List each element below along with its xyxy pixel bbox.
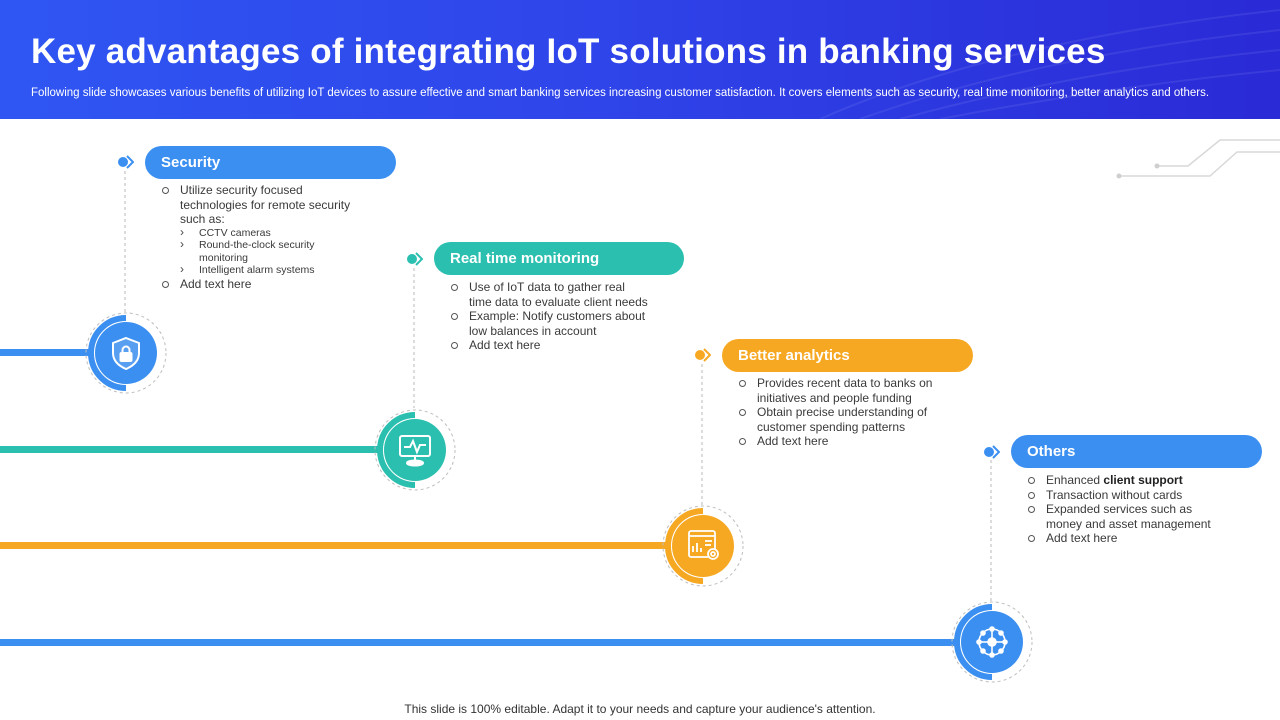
header-decoration	[819, 9, 1280, 119]
others-icon-badge	[951, 601, 1033, 683]
analytics-marker-icon	[695, 348, 711, 362]
list-sub-item: CCTV cameras	[161, 226, 361, 240]
list-item: Transaction without cards	[1027, 488, 1227, 503]
header-banner: Key advantages of integrating IoT soluti…	[0, 0, 1280, 119]
list-item: Add text here	[161, 277, 361, 292]
list-item: Provides recent data to banks on initiat…	[738, 376, 943, 405]
page-subtitle: Following slide showcases various benefi…	[31, 87, 1210, 99]
footer-note: This slide is 100% editable. Adapt it to…	[404, 702, 876, 716]
page-title: Key advantages of integrating IoT soluti…	[31, 32, 1106, 71]
list-item: Add text here	[738, 434, 943, 449]
analytics-heading: Better analytics	[722, 339, 973, 372]
list-item: Add text here	[1027, 531, 1227, 546]
analytics-report-icon	[688, 530, 719, 560]
shield-lock-icon	[112, 336, 140, 371]
monitoring-marker-icon	[407, 252, 423, 266]
others-line	[0, 639, 958, 646]
list-item: Utilize security focused technologies fo…	[161, 183, 361, 227]
security-heading: Security	[145, 146, 396, 179]
monitoring-heading: Real time monitoring	[434, 242, 684, 275]
analytics-description: Provides recent data to banks on initiat…	[738, 376, 943, 449]
others-description: Enhanced client support Transaction with…	[1027, 473, 1227, 546]
list-item: Example: Notify customers about low bala…	[450, 309, 650, 338]
list-sub-item: Intelligent alarm systems	[161, 263, 361, 277]
others-heading: Others	[1011, 435, 1262, 468]
monitoring-line	[0, 446, 382, 453]
security-description: Utilize security focused technologies fo…	[161, 183, 361, 291]
monitoring-description: Use of IoT data to gather real time data…	[450, 280, 650, 353]
security-marker-icon	[118, 155, 134, 169]
security-line	[0, 349, 92, 356]
list-item: Add text here	[450, 338, 650, 353]
list-item: Expanded services such as money and asse…	[1027, 502, 1227, 531]
circuit-decoration	[1116, 139, 1280, 179]
list-item: Obtain precise understanding of customer…	[738, 405, 943, 434]
security-icon-badge	[85, 312, 167, 394]
list-item: Enhanced client support	[1027, 473, 1227, 488]
monitor-pulse-icon	[399, 435, 431, 467]
list-item: Use of IoT data to gather real time data…	[450, 280, 650, 309]
others-marker-icon	[984, 445, 1000, 459]
network-hub-icon	[976, 626, 1008, 658]
list-item-emphasis: client support	[1103, 473, 1183, 487]
monitoring-icon-badge	[374, 409, 456, 491]
list-sub-item: Round-the-clock security monitoring	[161, 238, 361, 264]
analytics-line	[0, 542, 670, 549]
analytics-icon-badge	[662, 505, 744, 587]
list-item-text: Enhanced	[1046, 473, 1104, 487]
